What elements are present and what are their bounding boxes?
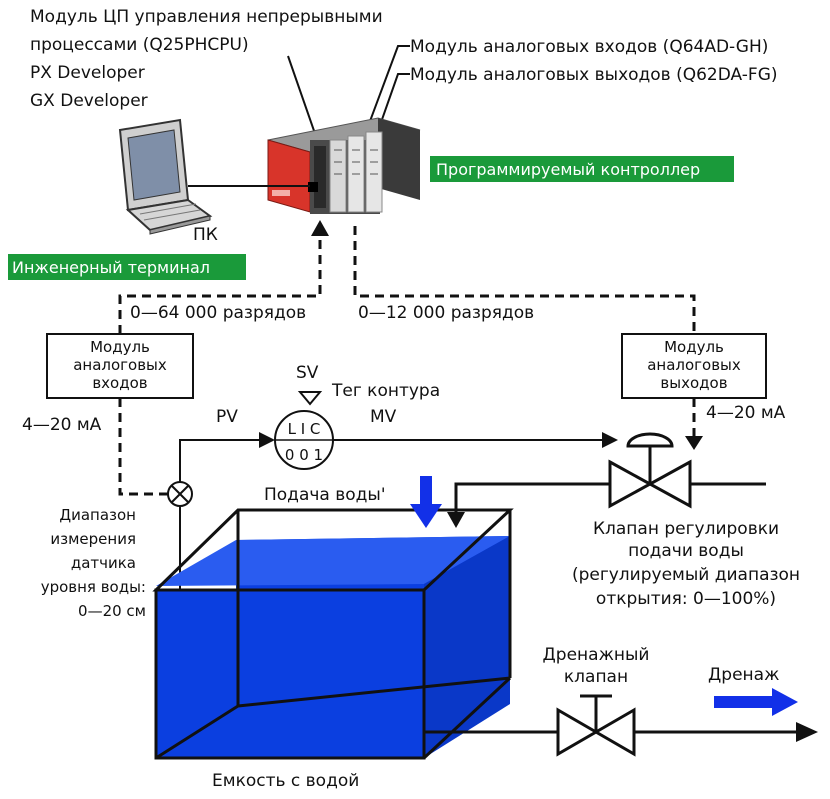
pc-label: ПК [193,225,218,245]
sensor-label-1: Диапазон [59,506,136,524]
pv-arrow [259,432,275,448]
ai-leader-line [359,45,410,149]
pv-label: PV [216,407,238,427]
drain-pipe-arrow [796,722,818,742]
ai-module-label: Модуль аналоговых входов (Q64AD-GH) [410,37,768,57]
sv-marker [297,391,323,406]
water-feed-label: Подача воды' [264,485,386,505]
plc-tag: Программируемый контроллер [430,156,734,182]
cpu-label-line2: процессами (Q25PHCPU) [30,35,249,55]
water-feed-arrow [410,476,442,528]
ai-signal-arrow [311,220,329,236]
ao-signal-line [353,226,696,334]
drain-valve-icon [556,694,636,757]
sensor-signal-line [118,398,172,496]
svg-text:входов: входов [92,374,147,392]
cpu-label-line3: PX Developer [30,63,145,83]
ai-signal-line [118,228,322,334]
feed-pipe [454,482,610,518]
range-in-label: 0—64 000 разрядов [130,303,306,323]
drain-valve-label-1: Дренажный [543,645,650,665]
svg-text:L I C: L I C [288,420,321,438]
mv-arrow [602,432,618,448]
mv-label: MV [370,407,397,427]
sv-label: SV [296,363,319,383]
svg-text:аналоговых: аналоговых [73,356,167,374]
valve-signal-arrow [685,436,703,450]
feed-pipe-arrow [447,512,465,528]
drain-arrow-icon [714,688,798,716]
drain-label: Дренаж [708,665,779,685]
water-tank [152,508,514,760]
cpu-label-line1: Модуль ЦП управления непрерывными [30,7,383,27]
eng-terminal-tag: Инженерный терминал [8,254,246,280]
tank-label: Емкость с водой [212,771,359,791]
pv-line [179,439,268,482]
svg-text:Модуль: Модуль [90,338,150,356]
svg-text:0 0 1: 0 0 1 [285,446,323,464]
loop-tag-label: Тег контура [331,381,440,401]
svg-text:Инженерный терминал: Инженерный терминал [12,258,210,277]
sensor-label-2: измерения [50,530,136,548]
laptop-icon [118,118,213,235]
ao-module-box: Модуль аналоговых выходов [621,333,767,399]
sensor-label-4: уровня воды: [41,578,146,596]
svg-text:выходов: выходов [660,374,727,392]
cpu-label-line4: GX Developer [30,91,148,111]
range-out-label: 0—12 000 разрядов [358,303,534,323]
lic-controller: L I C 0 0 1 [274,410,334,470]
drain-valve-label-2: клапан [564,667,628,687]
ai-module-box: Модуль аналоговых входов [46,333,194,399]
valve-label-1: Клапан регулировки [593,519,779,539]
svg-text:аналоговых: аналоговых [647,356,741,374]
current-in-label: 4—20 мА [22,415,102,435]
ao-module-label: Модуль аналоговых выходов (Q62DA-FG) [410,65,778,85]
current-out-label: 4—20 мА [706,403,786,423]
plc-icon [267,117,421,214]
valve-label-3: (регулируемый диапазон [572,565,800,585]
feed-control-valve-icon [608,432,692,509]
sensor-label-5: 0—20 см [78,602,146,620]
svg-text:Модуль: Модуль [664,338,724,356]
valve-label-4: открытия: 0—100%) [596,589,776,609]
svg-text:Программируемый контроллер: Программируемый контроллер [436,160,700,179]
sensor-label-3: датчика [71,554,136,572]
valve-label-2: подачи воды [628,541,744,561]
